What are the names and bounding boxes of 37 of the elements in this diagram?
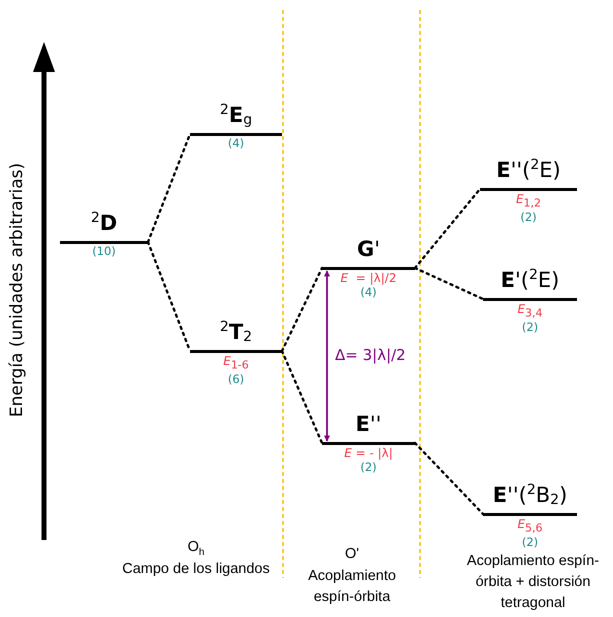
term-symbol: E''($^{2}$E) — [496, 158, 561, 184]
term-symbol: G' — [356, 237, 380, 263]
term-symbol: E'($^{2}$E) — [500, 268, 560, 294]
column-caption: O' — [344, 545, 360, 564]
energy-level — [60, 211, 148, 258]
column-caption: Acoplamiento espín-órbita — [307, 567, 397, 607]
dotted-connector — [414, 188, 482, 270]
energy-level — [322, 237, 415, 299]
term-symbol: E''($^{2}$B$_{2}$) — [492, 483, 568, 510]
energy-level — [190, 103, 282, 150]
degeneracy: (4) — [360, 285, 377, 299]
term-symbol: $^{2}$E$_{g}$ — [220, 103, 252, 130]
energy-level — [190, 320, 282, 386]
energy-value: E = - |λ| — [344, 446, 393, 460]
degeneracy: (2) — [522, 320, 538, 334]
energy-level — [483, 483, 577, 550]
degeneracy: (4) — [228, 136, 244, 150]
dotted-connector — [280, 266, 324, 352]
term-symbol: E'' — [356, 412, 382, 438]
energy-level — [480, 158, 577, 224]
double-arrow — [324, 270, 330, 442]
degeneracy: (6) — [228, 372, 244, 386]
dotted-connector — [280, 350, 324, 444]
column-caption: O$_{h}$ — [186, 538, 206, 560]
degeneracy: (10) — [92, 244, 116, 258]
degeneracy: (2) — [522, 535, 538, 550]
dotted-connector — [414, 266, 484, 300]
term-symbol: $^{2}$T$_{2}$ — [220, 320, 252, 348]
energy-value: E = |λ|/2 — [340, 271, 396, 285]
term-symbol: $^{2}$D — [90, 211, 118, 237]
axis-label: Energía (unidades arbitrarias) — [7, 162, 27, 420]
degeneracy: (2) — [360, 460, 377, 474]
degeneracy: (2) — [520, 210, 537, 224]
dotted-connector — [414, 442, 484, 516]
column-caption: Acoplamiento espín-órbita + distorsión tetragonal — [466, 552, 600, 613]
column-caption: Campo de los ligandos — [121, 560, 271, 579]
energy-level — [483, 268, 577, 334]
